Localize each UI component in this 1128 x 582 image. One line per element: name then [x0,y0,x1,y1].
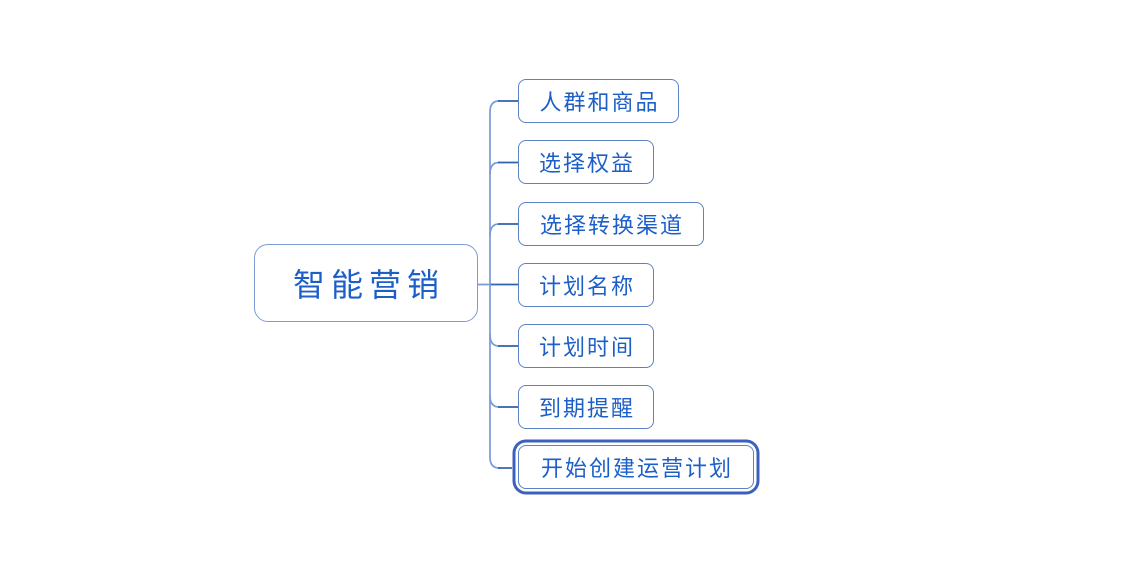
elbow-child-3 [489,223,500,237]
root-node-label: 智能营销 [292,266,445,304]
child-node-plan-name[interactable]: 计划名称 [518,263,654,307]
child-node-select-benefits[interactable]: 选择权益 [518,140,654,184]
elbow-child-5 [489,333,500,347]
child-node-plan-time[interactable]: 计划时间 [518,324,654,368]
child-node-label: 选择转换渠道 [539,214,684,239]
trunk-line [489,100,500,469]
child-node-label: 开始创建运营计划 [540,457,733,482]
child-node-select-conversion-channel[interactable]: 选择转换渠道 [518,202,704,246]
child-node-expiry-reminder[interactable]: 到期提醒 [518,385,654,429]
elbow-child-6 [489,394,500,408]
child-node-label: 到期提醒 [538,397,635,422]
elbow-child-2 [489,161,500,175]
child-node-label: 计划时间 [538,336,635,361]
child-node-label: 人群和商品 [539,91,660,116]
child-node-label: 选择权益 [538,152,635,177]
child-node-audience-products[interactable]: 人群和商品 [518,79,679,123]
mindmap-root-node[interactable]: 智能营销 [254,244,478,322]
child-node-label: 计划名称 [538,275,635,300]
child-node-start-create-operation-plan-selected[interactable]: 开始创建运营计划 [518,445,754,489]
